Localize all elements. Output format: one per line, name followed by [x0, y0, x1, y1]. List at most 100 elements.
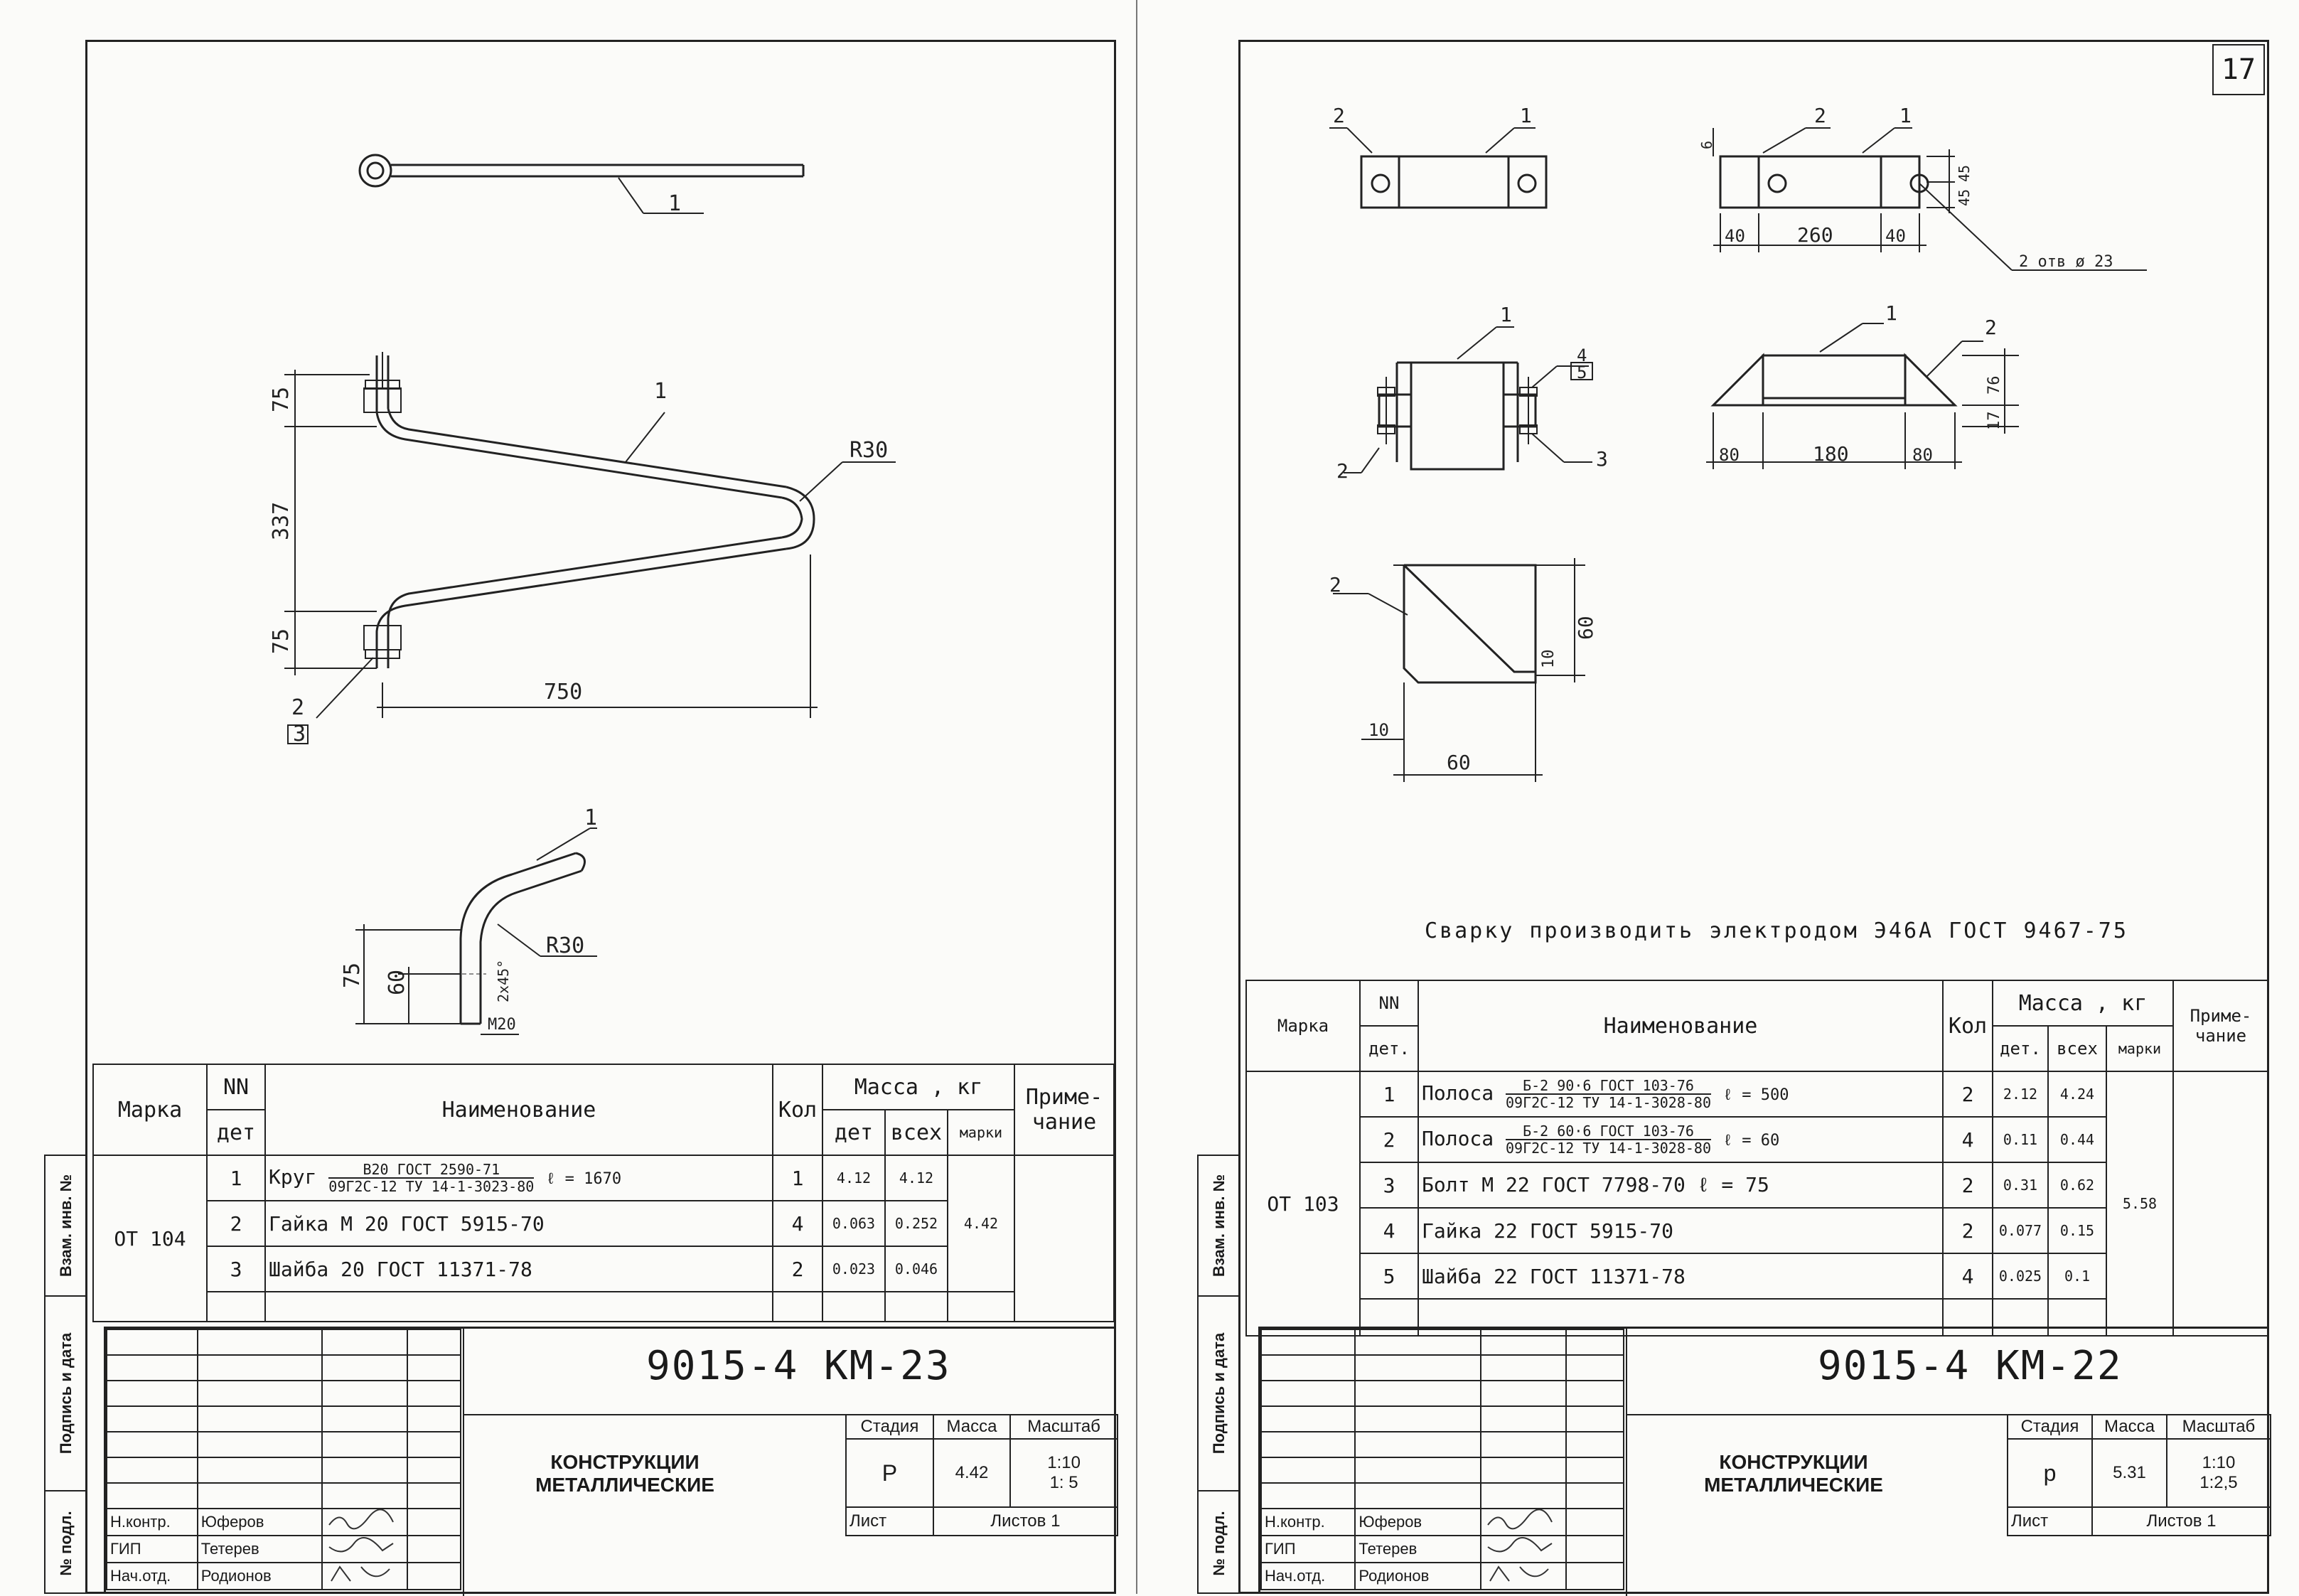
- label-dim-75-top: 75: [269, 387, 294, 412]
- sig-cell: [1260, 1354, 1356, 1381]
- spec-empty-cell: [1942, 1298, 1993, 1337]
- sig-cell: [321, 1405, 408, 1432]
- signature: [321, 1535, 408, 1563]
- spec-empty-cell: [1992, 1298, 2049, 1337]
- rod-bend-detail: [355, 828, 597, 1035]
- spec-header-qty: Кол: [772, 1064, 823, 1156]
- spec-header-nn: NN: [1359, 980, 1419, 1027]
- spec-mass-all: 0.252: [884, 1200, 948, 1247]
- table-row: 4 Гайка 22 ГОСТ 5915-70 2 0.077 0.15: [1246, 1207, 2268, 1254]
- spec-length: ℓ = 500: [1722, 1086, 1789, 1104]
- spec-mass-det: 0.023: [822, 1246, 886, 1292]
- sig-cell: [106, 1457, 198, 1484]
- spec-header-mass-all: всех: [884, 1109, 948, 1156]
- spec-name: Круг В20 ГОСТ 2590-71 09Г2С-12 ТУ 14-1-3…: [264, 1155, 773, 1201]
- signature: [321, 1508, 408, 1536]
- sig-cell: [106, 1354, 198, 1381]
- title-divider: [464, 1414, 1118, 1415]
- drawing-title-line1: КОНСТРУКЦИИ: [1719, 1451, 1868, 1473]
- role-person: Родионов: [196, 1562, 323, 1590]
- label-p2-b: 2: [1814, 104, 1826, 127]
- sheets-header: Листов: [2146, 1511, 2202, 1531]
- spec-mark: ОТ 104: [92, 1155, 208, 1322]
- sheets-cell: Листов 1: [932, 1506, 1119, 1536]
- spec-nn: 1: [206, 1155, 266, 1201]
- spec-mass-det: 0.31: [1992, 1162, 2049, 1209]
- spec-empty-cell: [822, 1291, 886, 1322]
- sheets-header: Листов: [990, 1511, 1046, 1531]
- sig-cell: [321, 1457, 408, 1484]
- label-d180: 180: [1813, 442, 1849, 466]
- label-d80b: 80: [1912, 445, 1933, 465]
- scale-header: Масштаб: [1009, 1414, 1118, 1440]
- role-person: Тетерев: [1354, 1535, 1482, 1563]
- signature-image: [1489, 1565, 1550, 1582]
- gusset-detail: [1403, 564, 1537, 684]
- spec-mass-all: 0.15: [2047, 1207, 2107, 1254]
- spec-mass-det: 0.063: [822, 1200, 886, 1247]
- table-row: ОТ 104 1 Круг В20 ГОСТ 2590-71 09Г2С-12 …: [92, 1155, 1115, 1322]
- scale-header: Масштаб: [2165, 1414, 2272, 1440]
- spec-name: Гайка 22 ГОСТ 5915-70: [1418, 1207, 1944, 1254]
- sig-cell: [1260, 1457, 1356, 1484]
- role-person: Тетерев: [196, 1535, 323, 1563]
- stage-value: р: [2007, 1438, 2093, 1508]
- label-p2-a: 2: [1333, 104, 1345, 127]
- drawing-title: КОНСТРУКЦИИ МЕТАЛЛИЧЕСКИЕ: [490, 1451, 760, 1496]
- sig-cell: [1480, 1329, 1568, 1356]
- sig-cell: [106, 1482, 198, 1509]
- right-spec-table: Марка NN Наименование Кол Масса , кг При…: [1245, 980, 2269, 1337]
- sig-cell: [1480, 1405, 1568, 1432]
- spec-empty-cell: [206, 1291, 266, 1322]
- table-row: 5 Шайба 22 ГОСТ 11371-78 4 0.025 0.1: [1246, 1253, 2268, 1300]
- spec-nn: 2: [1359, 1116, 1419, 1163]
- sig-cell: [1565, 1508, 1624, 1536]
- spec-empty-cell: [2047, 1298, 2107, 1337]
- clamp-assembly: [1377, 361, 1538, 471]
- spec-mass-all: 4.24: [2047, 1071, 2107, 1118]
- spec-header-mass-mark: марки: [947, 1109, 1015, 1156]
- rod-top-view: [358, 154, 805, 188]
- sig-cell: [1354, 1329, 1482, 1356]
- role-person: Родионов: [1354, 1562, 1482, 1590]
- table-row: 2 Гайка М 20 ГОСТ 5915-70 4 0.063 0.252: [93, 1200, 1114, 1247]
- label-p2-e: 2: [1329, 573, 1341, 596]
- spec-name-text: Полоса: [1422, 1081, 1494, 1105]
- spec-name: Полоса Б-2 60·6 ГОСТ 103-76 09Г2С-12 ТУ …: [1418, 1116, 1944, 1163]
- sig-cell: [1354, 1380, 1482, 1407]
- right-margin-strip: Взам. инв. № Подпись и дата № подл.: [1197, 1155, 1240, 1594]
- sig-cell: [321, 1380, 408, 1407]
- spec-fraction-bottom: 09Г2С-12 ТУ 14-1-3028-80: [1506, 1094, 1711, 1111]
- sheets-cell: Листов 1: [2091, 1506, 2272, 1536]
- sig-cell: [196, 1354, 323, 1381]
- table-row: 3 Болт М 22 ГОСТ 7798-70 ℓ = 75 2 0.31 0…: [1246, 1162, 2268, 1209]
- label-p2-c: 2: [1336, 459, 1349, 483]
- spec-qty: 4: [1942, 1116, 1993, 1163]
- sig-cell: [1354, 1457, 1482, 1484]
- signature: [1480, 1562, 1568, 1590]
- left-margin-strip: Взам. инв. № Подпись и дата № подл.: [44, 1155, 87, 1594]
- spec-nn: 3: [1359, 1162, 1419, 1209]
- drawing-title: КОНСТРУКЦИИ МЕТАЛЛИЧЕСКИЕ: [1658, 1451, 1929, 1496]
- signature-image: [1487, 1537, 1553, 1553]
- label-p4: 4: [1577, 346, 1587, 365]
- label-d260: 260: [1797, 223, 1833, 247]
- spec-name: Шайба 22 ГОСТ 11371-78: [1418, 1253, 1944, 1300]
- spec-qty: 2: [1942, 1162, 1993, 1209]
- stage-header: Стадия: [2007, 1414, 2093, 1440]
- sig-cell: [1565, 1431, 1624, 1458]
- spec-qty: 2: [1942, 1071, 1993, 1118]
- sig-cell: [406, 1482, 461, 1509]
- sig-cell: [1354, 1354, 1482, 1381]
- spec-name-text: Полоса: [1422, 1127, 1494, 1150]
- label-dim-75-bottom: 75: [269, 628, 294, 654]
- sig-cell: [406, 1329, 461, 1356]
- spec-empty-cell: [884, 1291, 948, 1322]
- sig-cell: [1260, 1482, 1356, 1509]
- sig-cell: [406, 1431, 461, 1458]
- spec-nn: 2: [206, 1200, 266, 1247]
- rod-front-view: [363, 352, 815, 668]
